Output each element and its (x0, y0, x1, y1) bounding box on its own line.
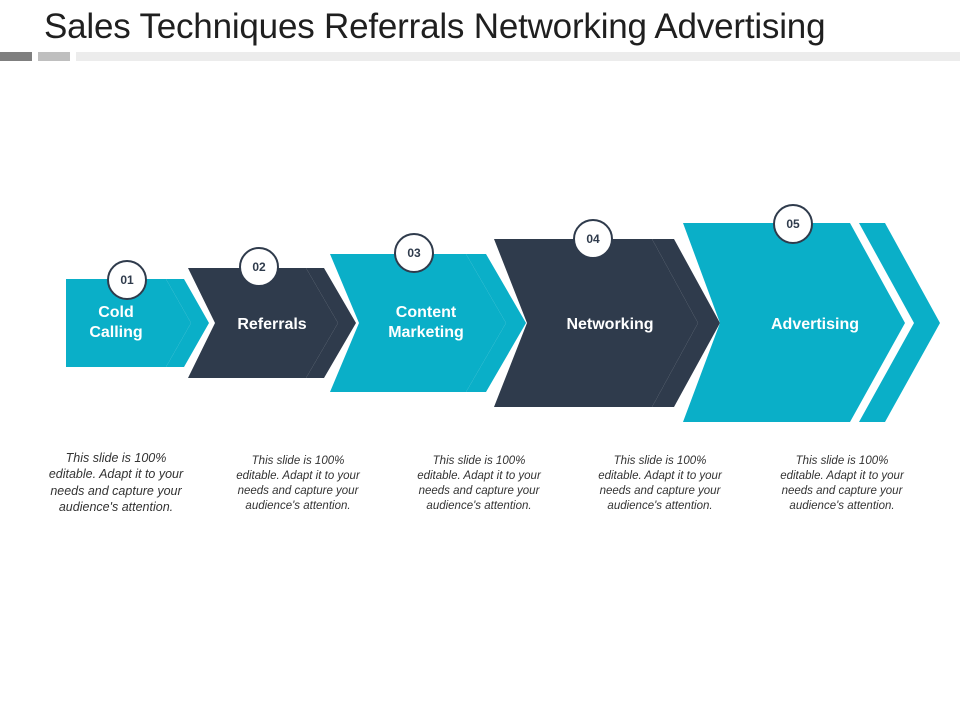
step-1-number-badge: 01 (107, 260, 147, 300)
step-5-description: This slide is 100% editable. Adapt it to… (780, 455, 904, 512)
step-1-description: This slide is 100% editable. Adapt it to… (48, 451, 184, 514)
step-5-label: Advertising (770, 316, 859, 333)
step-4-chevron (494, 239, 698, 407)
step-4-label: Networking (566, 316, 654, 333)
step-3-number-badge: 03 (394, 233, 434, 273)
title-accent-bar-dark (0, 52, 32, 61)
step-1-chevron (66, 279, 191, 367)
step-2-chevron (188, 268, 338, 378)
step-2-description: This slide is 100% editable. Adapt it to… (236, 455, 360, 512)
step-2-label: Referrals (237, 316, 307, 333)
step-4-arrow-tail (652, 239, 720, 407)
step-3-description: This slide is 100% editable. Adapt it to… (417, 455, 541, 512)
step-3-label: Content Marketing (388, 304, 464, 341)
step-1-arrow-tail (166, 279, 209, 367)
title-accent-bar-mid (38, 52, 70, 61)
step-5-number-badge: 05 (773, 204, 813, 244)
step-3-chevron (330, 254, 506, 392)
title-accent-bar-light (76, 52, 960, 61)
step-2-arrow-tail (306, 268, 356, 378)
step-2-number-badge: 02 (239, 247, 279, 287)
step-1-label: Cold Calling (89, 304, 143, 341)
step-5-chevron (683, 223, 905, 422)
step-4-number-badge: 04 (573, 219, 613, 259)
step-3-arrow-tail (466, 254, 526, 392)
step-5-arrow-tail (859, 223, 940, 422)
step-4-description: This slide is 100% editable. Adapt it to… (598, 455, 722, 512)
slide-title: Sales Techniques Referrals Networking Ad… (44, 7, 826, 46)
